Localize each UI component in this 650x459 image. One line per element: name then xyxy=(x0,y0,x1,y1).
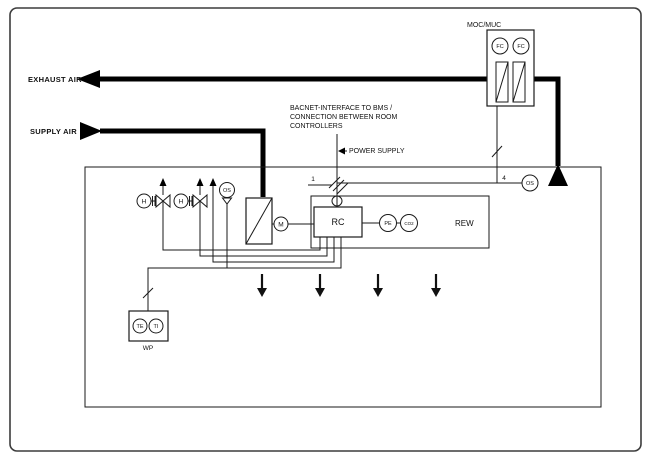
supply-air-label: SUPPLY AIR xyxy=(30,127,77,136)
motor-actuator-circle xyxy=(273,216,289,232)
control-wiring-bus xyxy=(147,184,342,311)
rew-box xyxy=(310,195,490,249)
ti-sensor-label: TI xyxy=(154,324,159,330)
moc-muc-label: MOC/MUC xyxy=(467,22,501,29)
wp-label: WP xyxy=(143,345,153,352)
valve-1-handle-circle xyxy=(136,193,152,209)
occupancy-sensor-left-pointer xyxy=(221,197,233,205)
bacnet-note-line2: CONNECTION BETWEEN ROOM xyxy=(290,114,398,121)
bacnet-note-line1: BACNET-INTERFACE TO BMS / xyxy=(290,105,392,112)
exhaust-air-label: EXHAUST AIR xyxy=(28,75,82,84)
valve-1-body xyxy=(155,193,171,209)
wire-hatch-marks xyxy=(328,176,349,195)
occupancy-sensor-right-circle xyxy=(521,174,539,192)
pe-sensor-circle xyxy=(379,214,397,232)
fan-coil-1-label: FC xyxy=(496,44,503,50)
exhaust-duct-line xyxy=(100,76,561,166)
wire-4-label: 4 xyxy=(502,175,506,182)
exhaust-outlet-triangle xyxy=(548,164,568,186)
bacnet-note-line3: CONTROLLERS xyxy=(290,123,343,130)
occupancy-sensor-right-label: OS xyxy=(526,181,534,187)
fan-coil-2-circle xyxy=(512,37,530,55)
ti-sensor-circle xyxy=(148,318,164,334)
valve-1-arrowhead-icon xyxy=(159,178,167,186)
wire-1-label: 1 xyxy=(311,176,315,183)
isolator-ticks xyxy=(142,145,503,299)
power-supply-arrowhead xyxy=(338,147,345,155)
damper-module-diagonals xyxy=(495,61,526,103)
fan-coil-2-label: FC xyxy=(517,44,524,50)
valve-2-body xyxy=(192,193,208,209)
vav-damper-diagonal xyxy=(245,197,273,245)
te-sensor-label: TE xyxy=(136,324,143,330)
control-line-arrowhead-icon xyxy=(209,178,217,186)
airflow-arrow-2-head xyxy=(315,288,325,297)
supply-arrowhead xyxy=(80,122,102,140)
motor-actuator-label: M xyxy=(278,222,283,229)
valve-stem-ticks xyxy=(152,196,193,206)
airflow-arrow-4-head xyxy=(431,288,441,297)
exhaust-arrowhead xyxy=(77,70,100,88)
rew-label: REW xyxy=(455,219,474,228)
fan-coil-1-circle xyxy=(491,37,509,55)
occupancy-sensor-left-label: OS xyxy=(223,188,231,194)
rc-box xyxy=(313,206,363,238)
pe-sensor-label: PE xyxy=(384,221,392,227)
valve-2-arrowhead-icon xyxy=(196,178,204,186)
te-sensor-circle xyxy=(132,318,148,334)
valve-2-handle-label: H xyxy=(179,199,184,206)
supply-duct-line xyxy=(100,128,266,197)
co2-sensor-label: CO2 xyxy=(404,221,414,226)
rc-label: RC xyxy=(332,217,345,227)
co2-sensor-circle xyxy=(400,214,418,232)
moc-control-wire xyxy=(337,106,522,184)
valve-1-handle-label: H xyxy=(142,199,147,206)
power-supply-label: POWER SUPPLY xyxy=(349,148,405,155)
airflow-arrow-3-head xyxy=(373,288,383,297)
valve-2-handle-circle xyxy=(173,193,189,209)
room-boundary xyxy=(84,166,602,408)
airflow-arrow-1-head xyxy=(257,288,267,297)
